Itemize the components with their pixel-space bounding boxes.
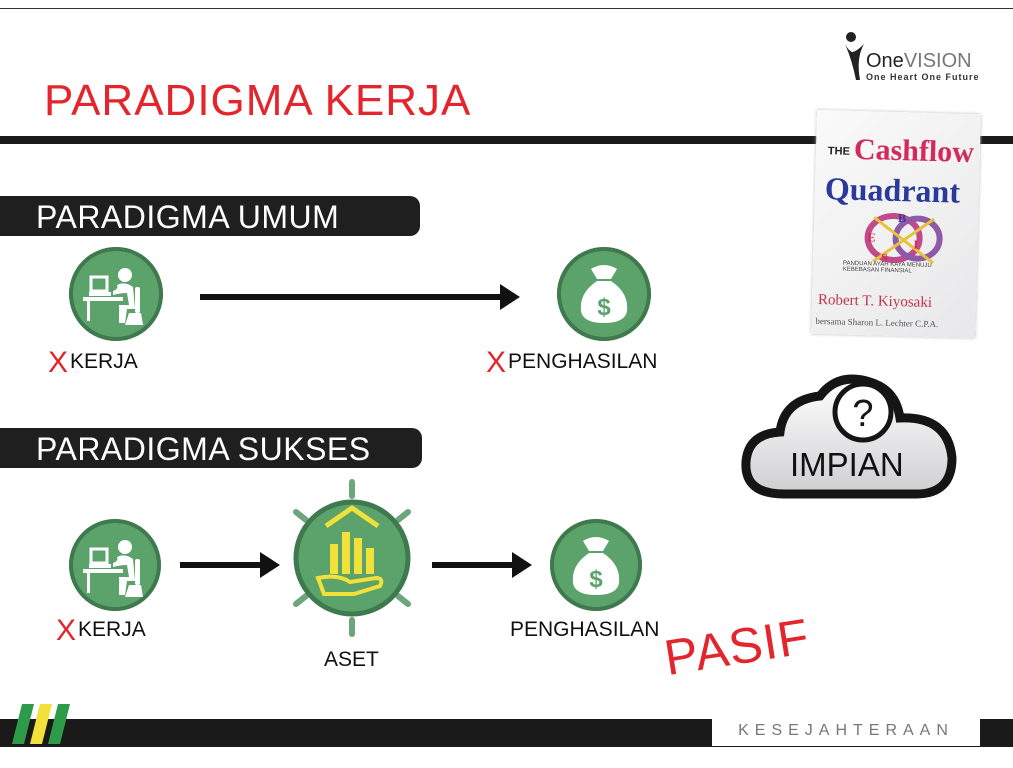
- money-bag-icon: $: [572, 537, 620, 595]
- book-author: Robert T. Kiyosaki: [817, 291, 933, 311]
- cross-mark-icon: X: [48, 346, 69, 379]
- svg-text:$: $: [589, 566, 603, 593]
- asset-icon: [293, 479, 411, 637]
- dream-cloud-icon: ?: [741, 374, 957, 499]
- label-aset: ASET: [324, 648, 379, 671]
- cross-mark-icon: X: [56, 614, 77, 647]
- svg-text:E: E: [867, 230, 875, 244]
- worker-at-desk-icon: [83, 268, 143, 325]
- arrow-umum-head-icon: [500, 284, 520, 310]
- book-subtitle: PANDUAN AYAH KAYA MENUJU KEBEBASAN FINAN…: [842, 260, 932, 275]
- money-circle-sukses: $: [550, 519, 642, 611]
- top-rule: [0, 8, 1013, 9]
- arrow-umum-shaft: [200, 294, 506, 300]
- kerja-text: KERJA: [78, 618, 146, 641]
- label-sukses-penghasilan: PENGHASILAN: [510, 618, 660, 641]
- worker-circle-sukses: [69, 519, 161, 611]
- label-pasif: PASIF: [660, 607, 814, 687]
- money-circle-umum: $: [557, 247, 651, 341]
- stripes-logo-icon: [12, 704, 70, 744]
- arrow-sukses-1-shaft: [180, 562, 266, 568]
- svg-text:S: S: [881, 251, 888, 265]
- title-divider: [0, 136, 1013, 144]
- cross-mark-icon: X: [486, 346, 507, 379]
- book-title-quadrant: Quadrant: [824, 170, 961, 210]
- heading-paradigma-umum: PARADIGMA UMUM: [0, 196, 420, 236]
- svg-text:$: $: [597, 294, 611, 321]
- quadrant-graphic-icon: E B S I: [864, 211, 943, 265]
- logo-one: One: [866, 50, 904, 72]
- dream-label: IMPIAN: [790, 446, 904, 483]
- footer-kesejahteraan: KESEJAHTERAAN: [712, 716, 980, 746]
- book-title-cashflow: Cashflow: [853, 132, 975, 170]
- kerja-text: KERJA: [70, 350, 138, 373]
- svg-text:B: B: [898, 211, 906, 225]
- question-mark: ?: [852, 393, 873, 435]
- label-umum-penghasilan: XPENGHASILAN: [486, 346, 658, 379]
- logo-tagline: One Heart One Future: [866, 72, 980, 82]
- arrow-sukses-2-head-icon: [512, 552, 532, 578]
- label-umum-kerja: XKERJA: [48, 346, 138, 379]
- logo-wordmark: OneVISION: [866, 50, 972, 73]
- arrow-sukses-2-shaft: [432, 562, 518, 568]
- label-sukses-kerja: XKERJA: [56, 614, 146, 647]
- onevision-logo-icon: [845, 32, 864, 80]
- arrow-sukses-1-head-icon: [260, 552, 280, 578]
- logo-vision: VISION: [903, 50, 972, 72]
- worker-circle: [69, 247, 163, 341]
- book-coauthor: bersama Sharon L. Lechter C.P.A.: [815, 315, 939, 330]
- svg-text:I: I: [913, 237, 918, 251]
- money-bag-icon: $: [580, 265, 628, 323]
- heading-paradigma-sukses: PARADIGMA SUKSES: [0, 428, 422, 468]
- book-the: THE: [827, 145, 851, 158]
- page-title: PARADIGMA KERJA: [44, 76, 472, 125]
- penghasilan-text: PENGHASILAN: [508, 350, 658, 373]
- worker-at-desk-icon: [83, 540, 143, 597]
- book-cover: THE Cashflow Quadrant E B S I PANDUAN AY…: [811, 109, 981, 339]
